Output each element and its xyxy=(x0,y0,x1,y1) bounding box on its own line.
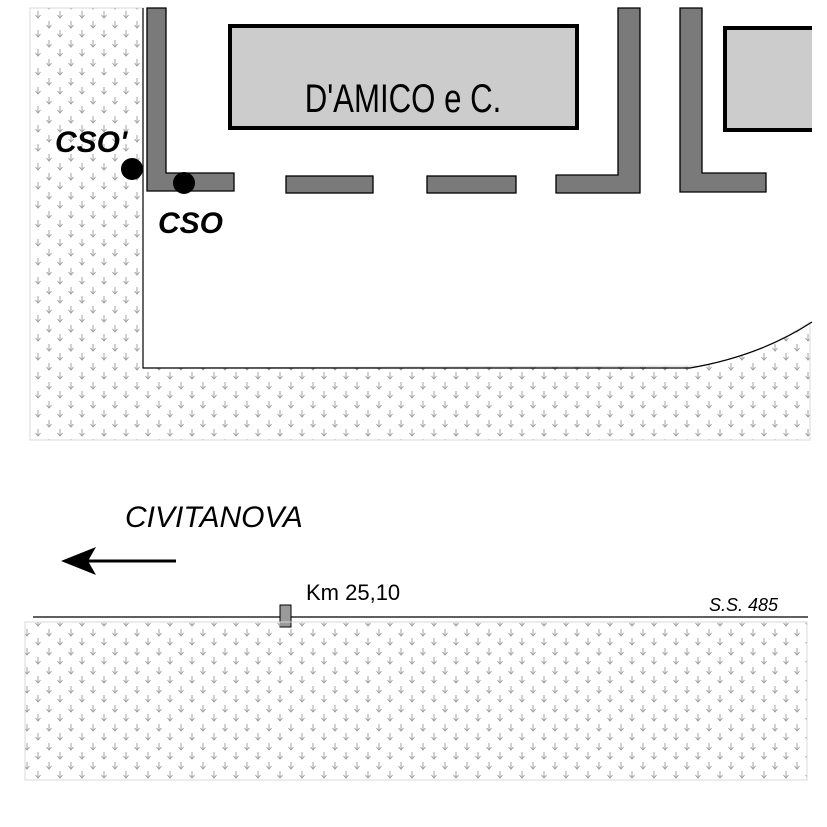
perimeter-walls xyxy=(146,7,767,194)
direction-label: CIVITANOVA xyxy=(125,501,303,534)
grass-area-bottom xyxy=(24,621,808,781)
wall-corner-left xyxy=(146,7,235,192)
building-label: D'AMICO e C. xyxy=(305,76,502,121)
wall-segment xyxy=(285,175,374,194)
building-damico xyxy=(228,24,579,130)
wall-segment xyxy=(426,175,517,194)
point-cso-prime-label: CSO' xyxy=(55,126,128,159)
wall-corner-mid xyxy=(555,7,641,194)
km-marker-label: Km 25,10 xyxy=(306,580,400,605)
road-label: S.S. 485 xyxy=(709,595,779,615)
point-cso-marker[interactable] xyxy=(173,172,195,194)
point-cso-prime-marker[interactable] xyxy=(121,158,143,180)
arrow-left-icon xyxy=(61,547,176,575)
wall-corner-right xyxy=(679,7,767,193)
building-right xyxy=(723,26,812,132)
point-cso-label: CSO xyxy=(158,207,223,240)
courtyard-edge xyxy=(142,8,813,369)
